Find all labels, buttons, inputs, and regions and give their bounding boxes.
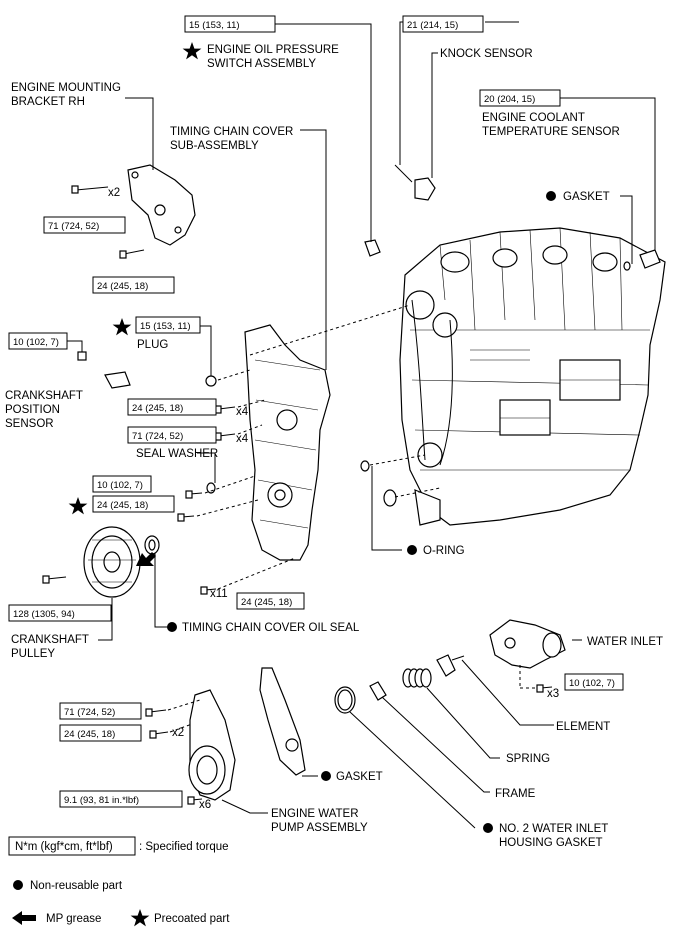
spring-illustration <box>402 668 432 688</box>
qty-cover-x11: x11 <box>210 588 228 600</box>
water-pump-illustration <box>188 689 236 801</box>
label-oil-pressure-1: ENGINE OIL PRESSURE <box>207 44 339 56</box>
part-labels: ENGINE OIL PRESSURE SWITCH ASSEMBLY KNOC… <box>5 42 663 849</box>
label-coolant-2: TEMPERATURE SENSOR <box>482 126 620 138</box>
small-parts <box>42 164 661 805</box>
non-reusable-dot-icon <box>407 545 417 555</box>
non-reusable-dot-icon <box>167 622 177 632</box>
seal-washer-illustration <box>206 482 216 494</box>
qty-cover-x4a: x4 <box>236 406 249 418</box>
torque-cover-24a: 24 (245, 18) <box>132 403 183 414</box>
label-gasket-top: GASKET <box>563 191 610 203</box>
crank-position-sensor-illustration <box>104 371 131 389</box>
label-ckp-3: SENSOR <box>5 418 54 430</box>
o-ring-illustration <box>360 460 370 472</box>
torque-crank-pulley: 128 (1305, 94) <box>13 609 75 620</box>
qty-pump-x2: x2 <box>172 727 184 739</box>
legend-unit-desc: : Specified torque <box>139 841 229 853</box>
label-pump-1: ENGINE WATER <box>271 808 359 820</box>
torque-mount-lower: 24 (245, 18) <box>97 281 148 292</box>
quantities: x2 x4 x4 x11 x3 x2 x6 <box>108 187 559 811</box>
precoated-star-icon <box>130 909 150 927</box>
torque-water-inlet: 10 (102, 7) <box>569 678 615 689</box>
torque-cover-10: 10 (102, 7) <box>97 480 143 491</box>
label-gasket-pump: GASKET <box>336 771 383 783</box>
label-spring: SPRING <box>506 753 550 765</box>
mp-grease-arrow-icon <box>136 552 156 566</box>
label-water-inlet: WATER INLET <box>587 636 663 648</box>
label-inlet-gasket-2: HOUSING GASKET <box>499 837 603 849</box>
oil-pressure-switch-illustration <box>364 239 381 257</box>
precoated-star-icon <box>68 497 88 515</box>
label-knock-sensor: KNOCK SENSOR <box>440 48 533 60</box>
non-reusable-dot-icon <box>321 771 331 781</box>
non-reusable-dot-icon <box>13 880 23 890</box>
label-pump-2: PUMP ASSEMBLY <box>271 822 368 834</box>
timing-chain-cover-illustration <box>244 324 331 561</box>
torque-specs: 15 (153, 11) 21 (214, 15) 20 (204, 15) 7… <box>8 15 624 808</box>
torque-knock-sensor: 21 (214, 15) <box>407 20 458 31</box>
legend-non-reusable: Non-reusable part <box>30 880 123 892</box>
qty-pump-x6: x6 <box>199 799 211 811</box>
label-plug: PLUG <box>137 339 168 351</box>
label-o-ring: O-RING <box>423 545 465 557</box>
label-tcc-1: TIMING CHAIN COVER <box>170 126 293 138</box>
label-coolant-1: ENGINE COOLANT <box>482 112 585 124</box>
torque-mount-upper: 71 (724, 52) <box>48 221 99 232</box>
label-element: ELEMENT <box>556 721 610 733</box>
qty-inlet-x3: x3 <box>547 688 559 700</box>
qty-cover-x4b: x4 <box>236 433 249 445</box>
label-crank-pulley-1: CRANKSHAFT <box>11 634 89 646</box>
torque-pump-24: 24 (245, 18) <box>64 729 115 740</box>
label-ckp-1: CRANKSHAFT <box>5 390 83 402</box>
engine-mounting-bracket-illustration <box>127 164 196 246</box>
legend-precoated: Precoated part <box>154 913 230 925</box>
label-crank-pulley-2: PULLEY <box>11 648 55 660</box>
legend-unit-box: N*m (kgf*cm, ft*lbf) <box>15 841 113 853</box>
thermostat-element-illustration <box>436 654 465 677</box>
water-pump-gasket-illustration <box>259 667 306 776</box>
torque-oil-pressure: 15 (153, 11) <box>189 20 240 31</box>
non-reusable-dot-icon <box>483 823 493 833</box>
torque-crank-position-sensor: 10 (102, 7) <box>13 337 59 348</box>
coolant-temp-sensor-illustration <box>639 249 661 269</box>
non-reusable-dot-icon <box>546 191 556 201</box>
crankshaft-pulley-illustration <box>83 526 141 598</box>
torque-cover-24b: 24 (245, 18) <box>97 500 148 511</box>
label-tcc-2: SUB-ASSEMBLY <box>170 140 259 152</box>
knock-sensor-illustration <box>414 177 436 201</box>
torque-plug: 15 (153, 11) <box>140 321 191 332</box>
torque-coolant-sensor: 20 (204, 15) <box>484 94 535 105</box>
mp-grease-arrow-icon <box>12 911 36 925</box>
label-oil-seal: TIMING CHAIN COVER OIL SEAL <box>182 622 360 634</box>
label-seal-washer: SEAL WASHER <box>136 448 218 460</box>
leader-lines <box>67 21 656 829</box>
torque-cover-71: 71 (724, 52) <box>132 431 183 442</box>
inlet-housing-gasket-illustration <box>334 686 356 714</box>
water-inlet-illustration <box>489 619 566 669</box>
plug-illustration <box>205 375 217 387</box>
precoated-star-icon <box>112 318 132 336</box>
label-ckp-2: POSITION <box>5 404 60 416</box>
legend-mp-grease: MP grease <box>46 913 101 925</box>
label-inlet-gasket-1: NO. 2 WATER INLET <box>499 823 608 835</box>
label-frame: FRAME <box>495 788 536 800</box>
legend: N*m (kgf*cm, ft*lbf) : Specified torque … <box>8 836 230 927</box>
torque-pump-71: 71 (724, 52) <box>64 707 115 718</box>
precoated-star-icon <box>182 42 202 60</box>
torque-cover-x11: 24 (245, 18) <box>241 597 292 608</box>
engine-block-illustration <box>399 227 666 526</box>
label-mount-1: ENGINE MOUNTING <box>11 82 121 94</box>
oil-seal-illustration <box>144 535 160 555</box>
frame-illustration <box>369 681 387 701</box>
torque-pump-91: 9.1 (93, 81 in.*lbf) <box>64 795 139 806</box>
qty-mount-x2: x2 <box>108 187 120 199</box>
label-oil-pressure-2: SWITCH ASSEMBLY <box>207 58 316 70</box>
label-mount-2: BRACKET RH <box>11 96 85 108</box>
